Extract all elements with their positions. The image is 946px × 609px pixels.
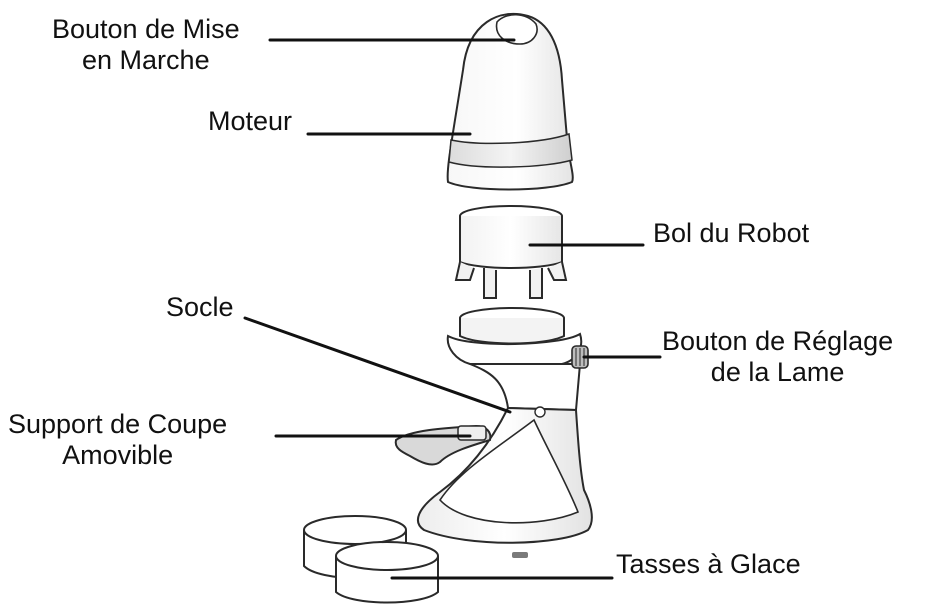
base-foot-mark bbox=[512, 552, 528, 558]
motor-band bbox=[448, 132, 573, 168]
label-socle: Socle bbox=[166, 292, 234, 322]
power-button-shape bbox=[495, 13, 538, 45]
label-moteur: Moteur bbox=[208, 106, 293, 136]
label-tasses-glace: Tasses à Glace bbox=[616, 549, 801, 579]
robot-bowl bbox=[454, 205, 568, 299]
label-support-coupe: Support de Coupe Amovible bbox=[8, 409, 228, 470]
label-bol-du-robot: Bol du Robot bbox=[653, 218, 810, 248]
leader-lines bbox=[243, 38, 662, 580]
leader-socle bbox=[243, 316, 512, 414]
label-bouton-mise: Bouton de Mise en Marche bbox=[52, 14, 240, 75]
base-socle bbox=[416, 307, 593, 544]
ice-cups bbox=[303, 515, 439, 604]
motor-unit bbox=[446, 12, 574, 191]
label-bouton-reglage: Bouton de Réglage de la Lame bbox=[662, 326, 894, 387]
